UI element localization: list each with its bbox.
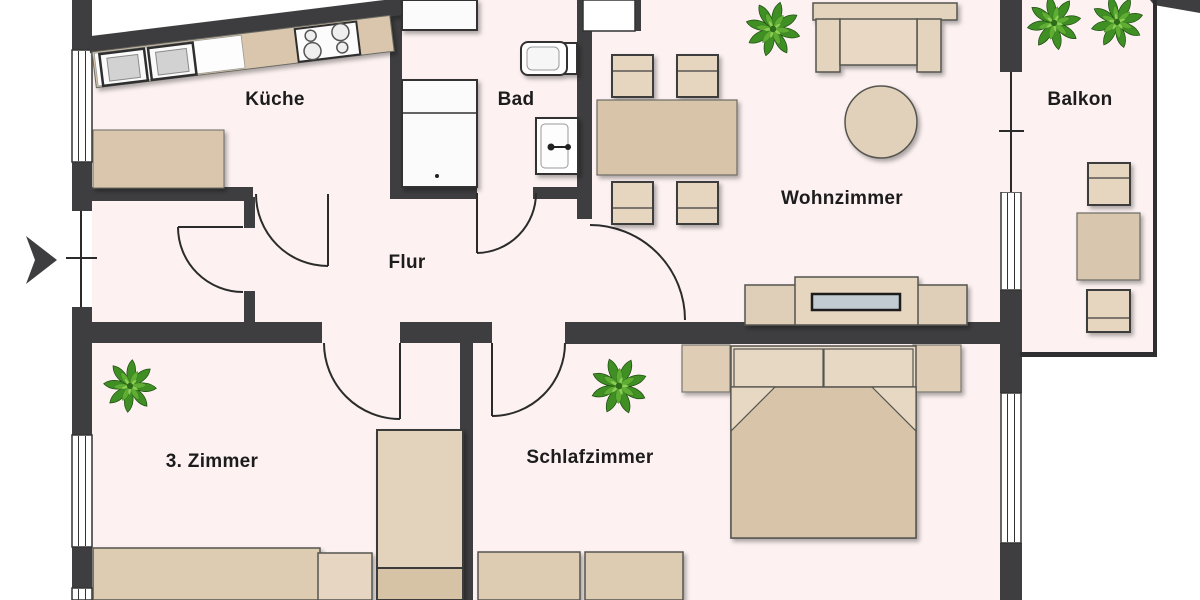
blanket <box>730 386 917 539</box>
door-layer <box>66 72 1024 420</box>
wall-livingroom-bottom <box>565 322 1022 344</box>
wall-top-window-post-right <box>634 0 641 31</box>
vestibule-door <box>177 226 244 293</box>
wash-basin <box>535 117 579 175</box>
outer-wall-right-mid <box>1000 290 1022 393</box>
room-label-kueche: Küche <box>245 89 305 110</box>
wall-stub-lower <box>244 291 255 323</box>
balcony-rail-right <box>1153 0 1157 357</box>
wardrobe <box>376 429 464 600</box>
wall-bath-bottom-left <box>390 187 477 199</box>
door-arc <box>323 342 401 420</box>
tv-lowboard <box>744 276 968 326</box>
room-label-flur: Flur <box>388 252 426 273</box>
sofa <box>812 2 958 73</box>
room-label-schlafzimmer: Schlafzimmer <box>526 447 654 468</box>
round-coffee-table <box>844 85 918 159</box>
double-bed <box>681 344 962 539</box>
window-room3-partial <box>71 587 93 600</box>
bedroom-sofa-left <box>477 551 581 600</box>
door-arc <box>255 193 329 267</box>
pillow <box>823 348 914 388</box>
balcony-furniture <box>1076 162 1141 333</box>
bath-door <box>476 192 537 254</box>
door-arc <box>177 226 244 293</box>
wall-bath-right <box>577 0 592 219</box>
room-label-wohnzimmer: Wohnzimmer <box>781 188 903 209</box>
wall-top-right-wedge <box>1150 0 1200 13</box>
wall-top-window-post-left <box>577 0 583 31</box>
room3-side-element <box>317 552 373 600</box>
wall-flur-bottom-left <box>72 322 322 343</box>
window-kitchen <box>71 49 93 163</box>
window-dining-top <box>582 0 636 32</box>
room-label-drittes-zimmer: 3. Zimmer <box>165 451 259 472</box>
bath-fixtures <box>401 0 579 188</box>
room3-bed <box>92 547 321 600</box>
nightstand <box>681 344 731 393</box>
dining-set <box>596 54 738 225</box>
room-label-bad: Bad <box>497 89 535 110</box>
bedroom-sofa-right <box>584 551 684 600</box>
tv-screen <box>810 292 902 312</box>
window-livingroom <box>1000 191 1022 291</box>
outer-wall-right-upper <box>1000 0 1022 72</box>
wall-layer <box>72 0 1200 600</box>
furniture-layer <box>88 0 1141 600</box>
wall-stub-upper <box>244 197 255 228</box>
toilet <box>520 41 578 76</box>
livingroom-door <box>589 224 686 321</box>
dining-chair <box>611 181 654 225</box>
room-label-balkon: Balkon <box>1047 89 1113 110</box>
dining-chair <box>611 54 654 98</box>
kitchen-sink <box>97 41 198 88</box>
dining-table <box>596 99 738 176</box>
wall-flur-bottom-mid <box>400 322 492 343</box>
window-room3 <box>71 434 93 548</box>
window-bedroom <box>1000 392 1022 544</box>
washing-machine <box>401 79 478 188</box>
door-arc <box>491 342 566 417</box>
outer-wall-right-lower <box>1000 543 1022 600</box>
room3-door <box>323 342 401 420</box>
wall-kitchen-bottom <box>72 187 253 201</box>
wall-bath-bottom-right <box>533 187 582 199</box>
balcony-floor <box>1008 0 1157 355</box>
balcony-table <box>1076 212 1141 281</box>
shower-tray <box>401 0 478 31</box>
door-arc <box>589 224 686 321</box>
kitchen-side-counter <box>92 129 225 189</box>
entry-arrow-icon <box>26 236 57 284</box>
nightstand <box>912 344 962 393</box>
kitchen-stove <box>293 20 362 63</box>
pillow <box>733 348 824 388</box>
balcony-rail-bottom <box>1020 352 1157 357</box>
door-arc <box>476 192 537 254</box>
balcony-chair <box>1086 289 1131 333</box>
dining-chair <box>676 54 719 98</box>
kitchen-door <box>255 193 329 267</box>
kitchen-counter <box>88 0 402 89</box>
dining-chair <box>676 181 719 225</box>
bedroom-door <box>491 342 566 417</box>
balcony-chair <box>1087 162 1131 206</box>
